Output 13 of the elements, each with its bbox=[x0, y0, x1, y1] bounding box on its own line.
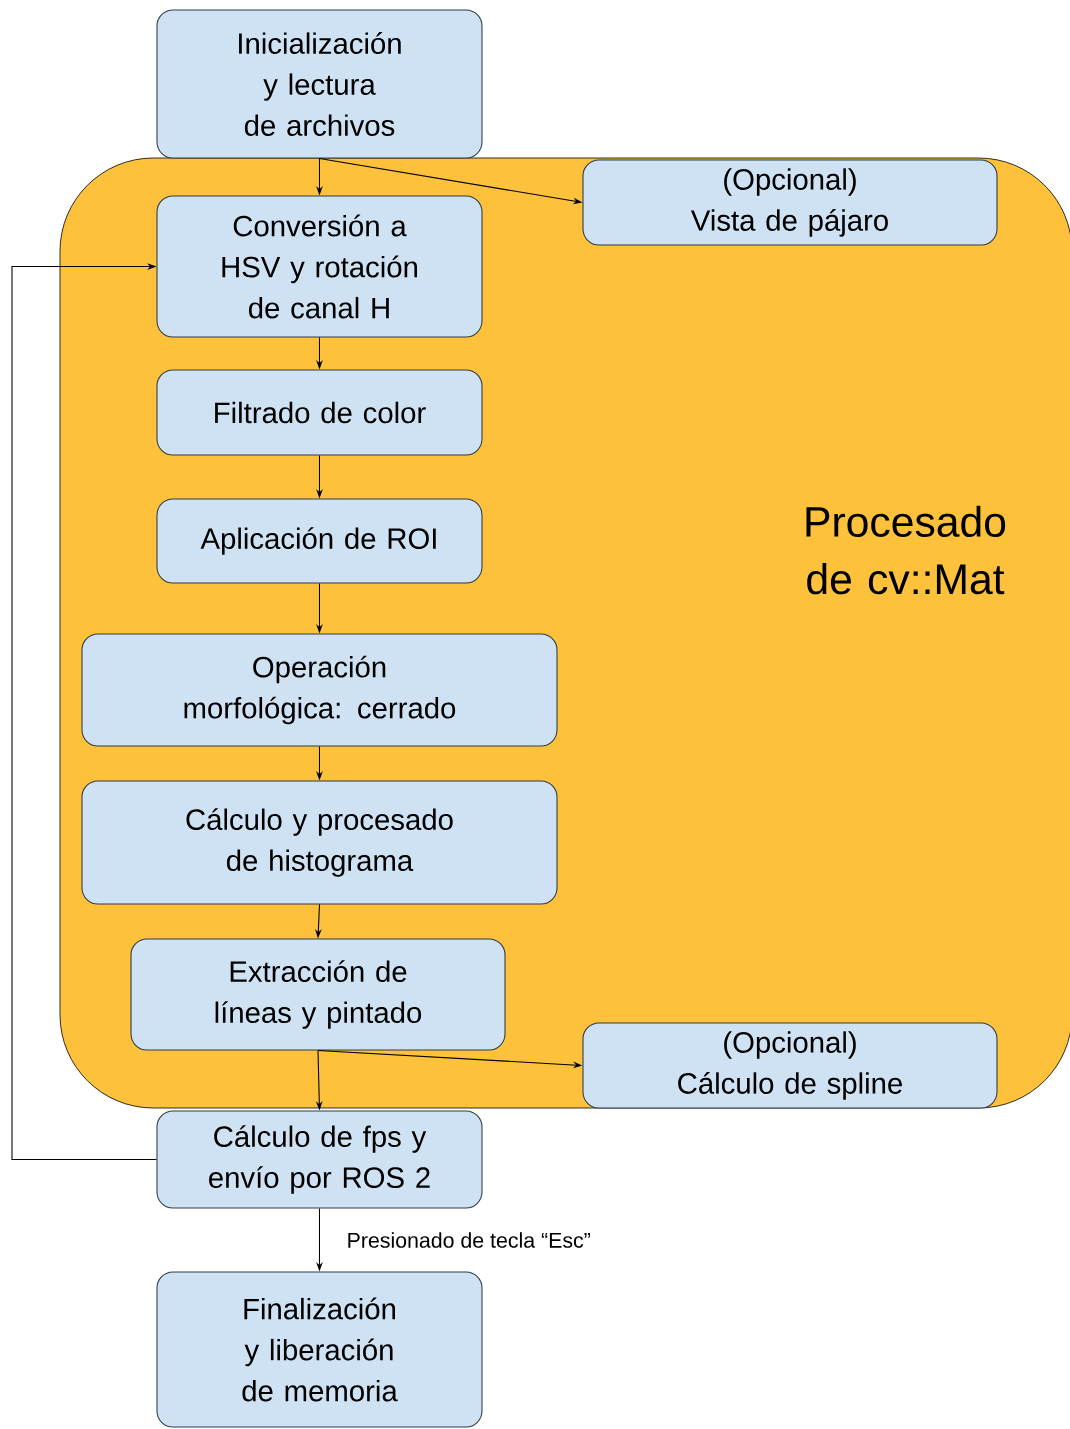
process-box: Cálculo y procesado de histograma bbox=[81, 780, 558, 905]
process-box: Inicialización y lectura de archivos bbox=[156, 9, 483, 159]
process-box: Aplicación de ROI bbox=[156, 498, 483, 584]
process-box: Filtrado de color bbox=[156, 369, 483, 456]
process-box: Conversión a HSV y rotación de canal H bbox=[156, 195, 483, 338]
process-box: (Opcional) Vista de pájaro bbox=[582, 159, 998, 246]
process-box: Operación morfológica: cerrado bbox=[81, 633, 558, 747]
process-box: Extracción de líneas y pintado bbox=[130, 938, 506, 1051]
process-box: (Opcional) Cálculo de spline bbox=[582, 1022, 998, 1109]
process-box: Finalización y liberación de memoria bbox=[156, 1271, 483, 1428]
arrow bbox=[11, 263, 157, 1161]
edge-label: Presionado de tecla “Esc” bbox=[345, 1230, 593, 1250]
process-box: Cálculo de fps y envío por ROS 2 bbox=[156, 1110, 483, 1209]
